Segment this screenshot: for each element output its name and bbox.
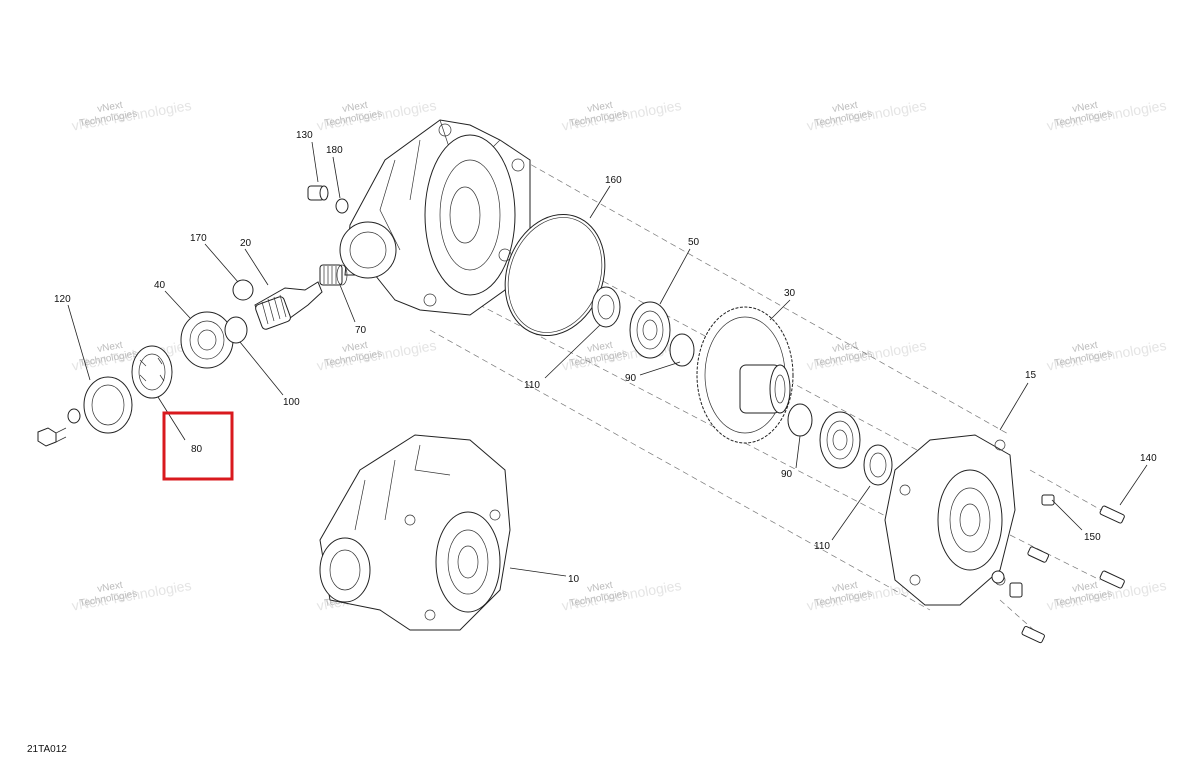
highlight-box: [162, 411, 234, 481]
svg-text:vNext: vNext: [586, 580, 613, 595]
callout-160: 160: [605, 175, 622, 186]
svg-text:vNext: vNext: [586, 100, 613, 115]
callout-100: 100: [283, 397, 300, 408]
callout-90-upper: 90: [625, 373, 637, 384]
seal-110-upper: [591, 286, 621, 328]
callout-110-upper: 110: [524, 380, 540, 391]
callout-140: 140: [1140, 453, 1157, 464]
coupler-80: [131, 345, 173, 399]
callout-150: 150: [1084, 532, 1101, 543]
ring-90-lower: [787, 403, 813, 437]
callout-90-lower: 90: [781, 469, 793, 480]
svg-text:vNext: vNext: [341, 100, 368, 115]
bearing-40: [180, 311, 234, 369]
ring-gear-30: [696, 306, 794, 444]
svg-text:vNext: vNext: [586, 340, 613, 355]
callout-70: 70: [355, 325, 367, 336]
svg-text:vNext: vNext: [1071, 340, 1098, 355]
callout-110-lower: 110: [814, 541, 830, 552]
callout-40: 40: [154, 280, 166, 291]
upper-housing: [339, 119, 531, 316]
needle-bearing-70: [319, 264, 348, 286]
diagram-code: 21TA012: [27, 744, 67, 755]
svg-text:vNext: vNext: [831, 100, 858, 115]
callout-180: 180: [326, 145, 343, 156]
pinion-gear-20: [254, 281, 323, 330]
svg-text:vNext: vNext: [831, 340, 858, 355]
svg-text:vNext: vNext: [96, 340, 123, 355]
seal-110-lower: [863, 444, 893, 486]
svg-text:vNext: vNext: [1071, 100, 1098, 115]
seal-120: [83, 376, 133, 434]
screws-right: [991, 494, 1125, 644]
callout-80: 80: [191, 444, 203, 455]
bolt-left: [37, 427, 67, 447]
plug-130: [307, 185, 329, 201]
svg-text:vNext: vNext: [831, 580, 858, 595]
callout-130: 130: [296, 130, 313, 141]
svg-text:vNext: vNext: [1071, 580, 1098, 595]
bearing-lower: [819, 411, 861, 469]
svg-text:vNext: vNext: [341, 340, 368, 355]
ring-90-upper: [669, 333, 695, 367]
callout-15: 15: [1025, 370, 1037, 381]
callout-30: 30: [784, 288, 796, 299]
callout-10: 10: [568, 574, 580, 585]
callout-120: 120: [54, 294, 71, 305]
cover-15: [884, 434, 1016, 606]
svg-text:vNext: vNext: [96, 580, 123, 595]
washer-small: [67, 408, 81, 424]
bearing-50: [629, 301, 671, 359]
svg-text:vNext: vNext: [96, 100, 123, 115]
callout-labels: 130 180 160 50 30 170 20 40 120 70 100 1…: [54, 130, 1157, 585]
assembled-housing-10: [319, 434, 511, 631]
callout-50: 50: [688, 237, 700, 248]
leader-lines: [67, 141, 1148, 577]
ring-100: [224, 316, 248, 344]
callout-20: 20: [240, 238, 252, 249]
washer-180: [335, 198, 349, 214]
shim-170: [232, 279, 254, 301]
callout-170: 170: [190, 233, 207, 244]
